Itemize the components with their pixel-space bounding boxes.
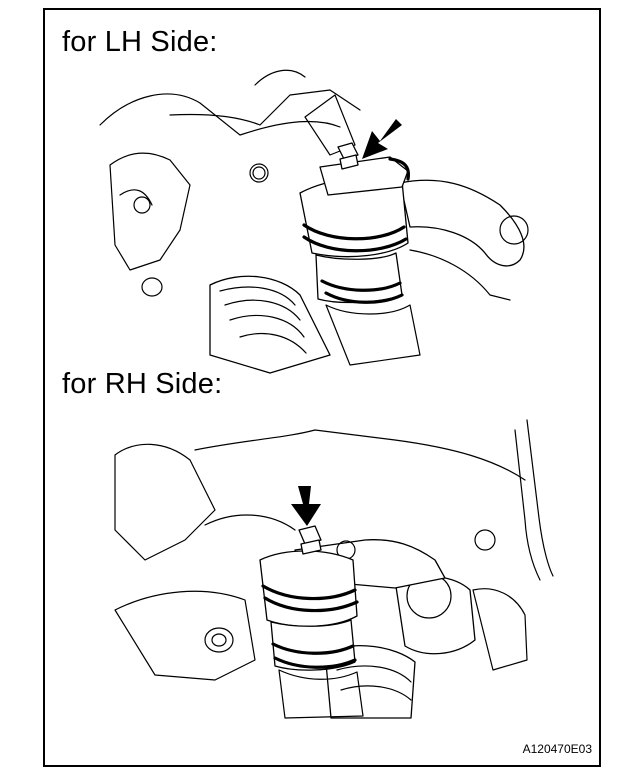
rh-mount-illustration — [95, 400, 565, 720]
pointer-arrow-icon — [291, 486, 321, 526]
lh-mount-illustration — [90, 55, 560, 375]
pointer-arrow-icon — [362, 119, 402, 159]
figure-code: A120470E03 — [522, 742, 592, 756]
lh-side-label: for LH Side: — [62, 26, 218, 58]
rh-side-label: for RH Side: — [62, 368, 223, 400]
